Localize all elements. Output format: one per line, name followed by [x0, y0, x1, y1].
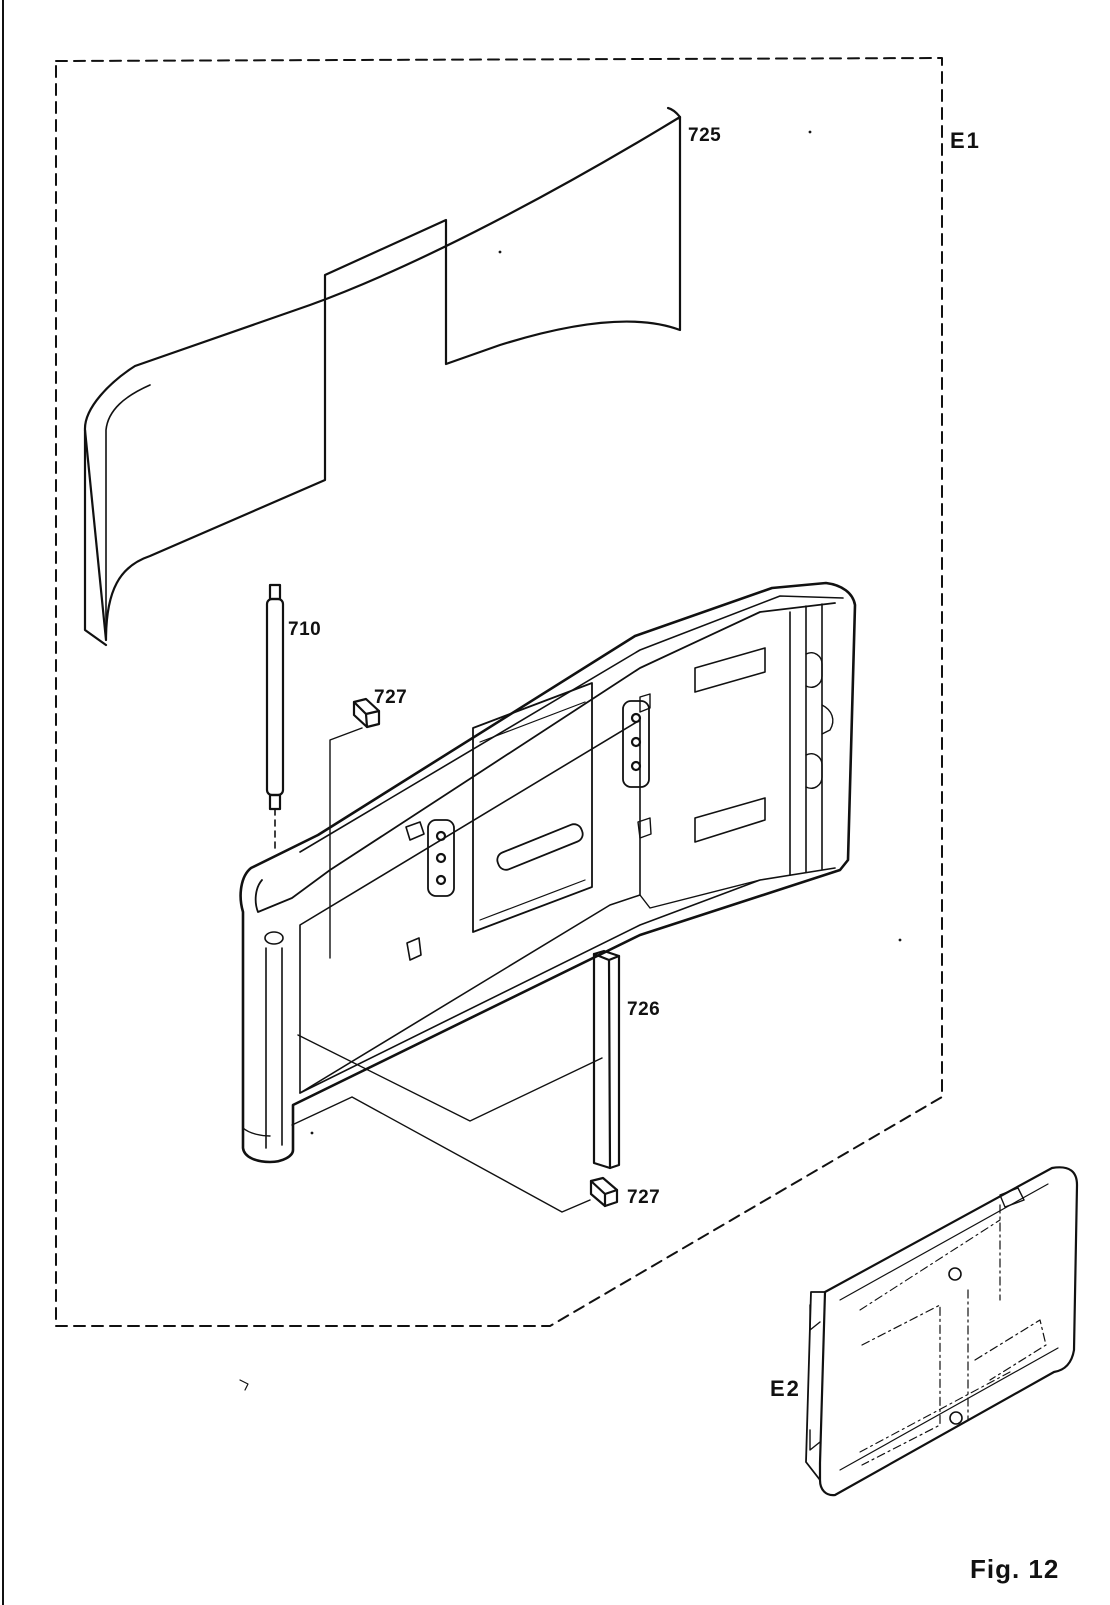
figure-caption: Fig. 12: [970, 1554, 1060, 1584]
label-725: 725: [688, 125, 722, 146]
label-727-bottom: 727: [627, 1187, 661, 1208]
part-727-pad-top: [329, 697, 381, 959]
scan-specks: [239, 130, 902, 1391]
label-e1: E1: [950, 128, 981, 153]
label-727-top: 727: [374, 687, 408, 708]
label-710: 710: [288, 619, 322, 640]
back-door-body: [239, 581, 857, 1164]
assembly-e1-boundary: [55, 57, 943, 1327]
label-e2: E2: [770, 1376, 801, 1401]
label-726: 726: [627, 999, 661, 1020]
part-726-seal-strip: [291, 949, 621, 1213]
part-725-cover: [83, 106, 682, 647]
part-727-pad-bottom: [589, 1176, 619, 1208]
assembly-e2-back-door: [805, 1166, 1079, 1497]
part-710-hinge-pin: [265, 583, 285, 849]
